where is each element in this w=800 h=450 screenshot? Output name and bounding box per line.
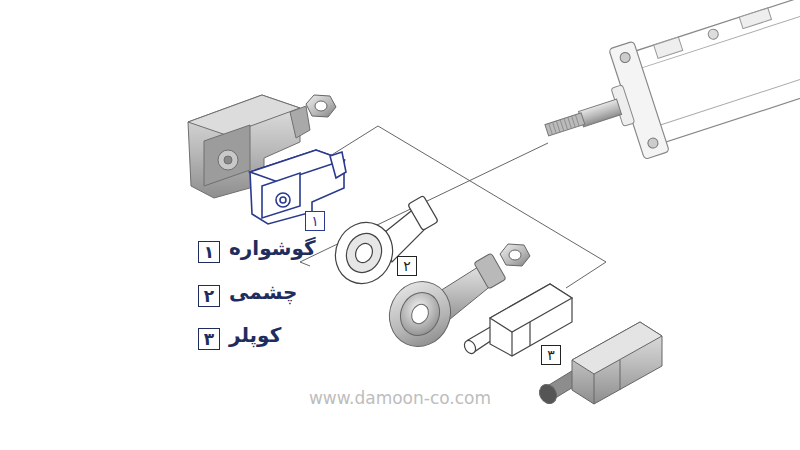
- rod-eye-outline: [326, 196, 439, 293]
- coupler-part-shape: [572, 322, 662, 404]
- clevis-outline-shape: [262, 173, 300, 218]
- pneumatic-cylinder-shape: [647, 137, 660, 150]
- coupler-part-shape: [572, 322, 662, 374]
- coupler-outline-shape: [529, 322, 530, 346]
- coupler-part-shape: [594, 374, 595, 404]
- rod-eye-part-shape: [379, 271, 461, 356]
- hex-nut: [500, 244, 530, 266]
- pneumatic-cylinder: [529, 0, 800, 185]
- pneumatic-cylinder-shape-shape: [564, 118, 568, 129]
- pneumatic-cylinder-shape-shape: [572, 116, 576, 127]
- clevis-outline-shape: [330, 152, 346, 178]
- hex-nut-shape: [306, 95, 336, 117]
- callout-number: ۱: [305, 211, 325, 231]
- part-name: گوشواره: [229, 238, 316, 258]
- pneumatic-cylinder-shape-shape: [549, 123, 553, 134]
- coupler-part-shape: [536, 381, 560, 406]
- coupler-part: [536, 322, 662, 407]
- clevis-part-shape: [218, 150, 238, 170]
- pneumatic-cylinder-shape: [609, 41, 670, 159]
- pneumatic-cylinder-shape: [619, 51, 632, 64]
- pneumatic-cylinder-shape: [659, 45, 800, 125]
- part-name: چشمی: [229, 282, 297, 302]
- pneumatic-cylinder-shape-shape: [575, 115, 579, 126]
- clevis-part-shape: [224, 156, 232, 164]
- pneumatic-cylinder-shape: [707, 28, 720, 41]
- coupler-outline-shape: [462, 338, 478, 355]
- pneumatic-cylinder-shape: [545, 113, 585, 136]
- rod-eye-part-shape: [474, 253, 506, 289]
- hex-nut-shape: [315, 101, 327, 111]
- clevis-outline-shape: [250, 150, 344, 224]
- clevis-outline-shape: [276, 193, 290, 207]
- pneumatic-cylinder-shape: [654, 37, 683, 58]
- rod-eye-part: [379, 253, 506, 357]
- list-number: ۱: [198, 241, 220, 263]
- rod-eye-outline-shape: [326, 213, 403, 293]
- hex-nut-shape: [500, 244, 530, 266]
- hex-nut-shape: [509, 250, 521, 260]
- rod-eye-part-shape: [409, 302, 432, 327]
- pneumatic-cylinder-shape-shape: [560, 120, 564, 131]
- coupler-outline-shape: [511, 332, 512, 356]
- rod-eye-outline-shape: [340, 228, 388, 279]
- part-name: کوپلر: [229, 325, 281, 345]
- coupler-outline-shape: [490, 284, 572, 332]
- clevis-outline: [250, 150, 346, 224]
- leader-lines-shape: [330, 126, 606, 288]
- rod-eye-outline-shape: [408, 196, 439, 231]
- pneumatic-cylinder-shape: [579, 99, 622, 127]
- rod-eye-outline-shape: [353, 241, 376, 266]
- callout-number: ۲: [397, 256, 417, 276]
- callout-number: ۳: [541, 345, 561, 365]
- rod-eye-part-shape: [393, 286, 446, 342]
- list-number: ۲: [198, 285, 220, 307]
- hex-nut: [306, 95, 336, 117]
- pneumatic-cylinder-shape: [640, 0, 800, 68]
- clevis-outline-shape: [280, 197, 286, 203]
- clevis-part-shape: [290, 106, 310, 138]
- pneumatic-cylinder-shape-shape: [556, 121, 560, 132]
- pneumatic-cylinder-shape: [549, 115, 579, 135]
- coupler-part-shape: [620, 360, 621, 390]
- pneumatic-cylinder-shape-shape: [568, 117, 572, 128]
- clevis-part-shape: [204, 125, 250, 186]
- watermark: www.damoon-co.com: [309, 390, 491, 407]
- pneumatic-cylinder-shape-shape: [553, 122, 557, 133]
- list-number: ۳: [198, 328, 220, 350]
- pneumatic-cylinder-shape: [739, 8, 771, 29]
